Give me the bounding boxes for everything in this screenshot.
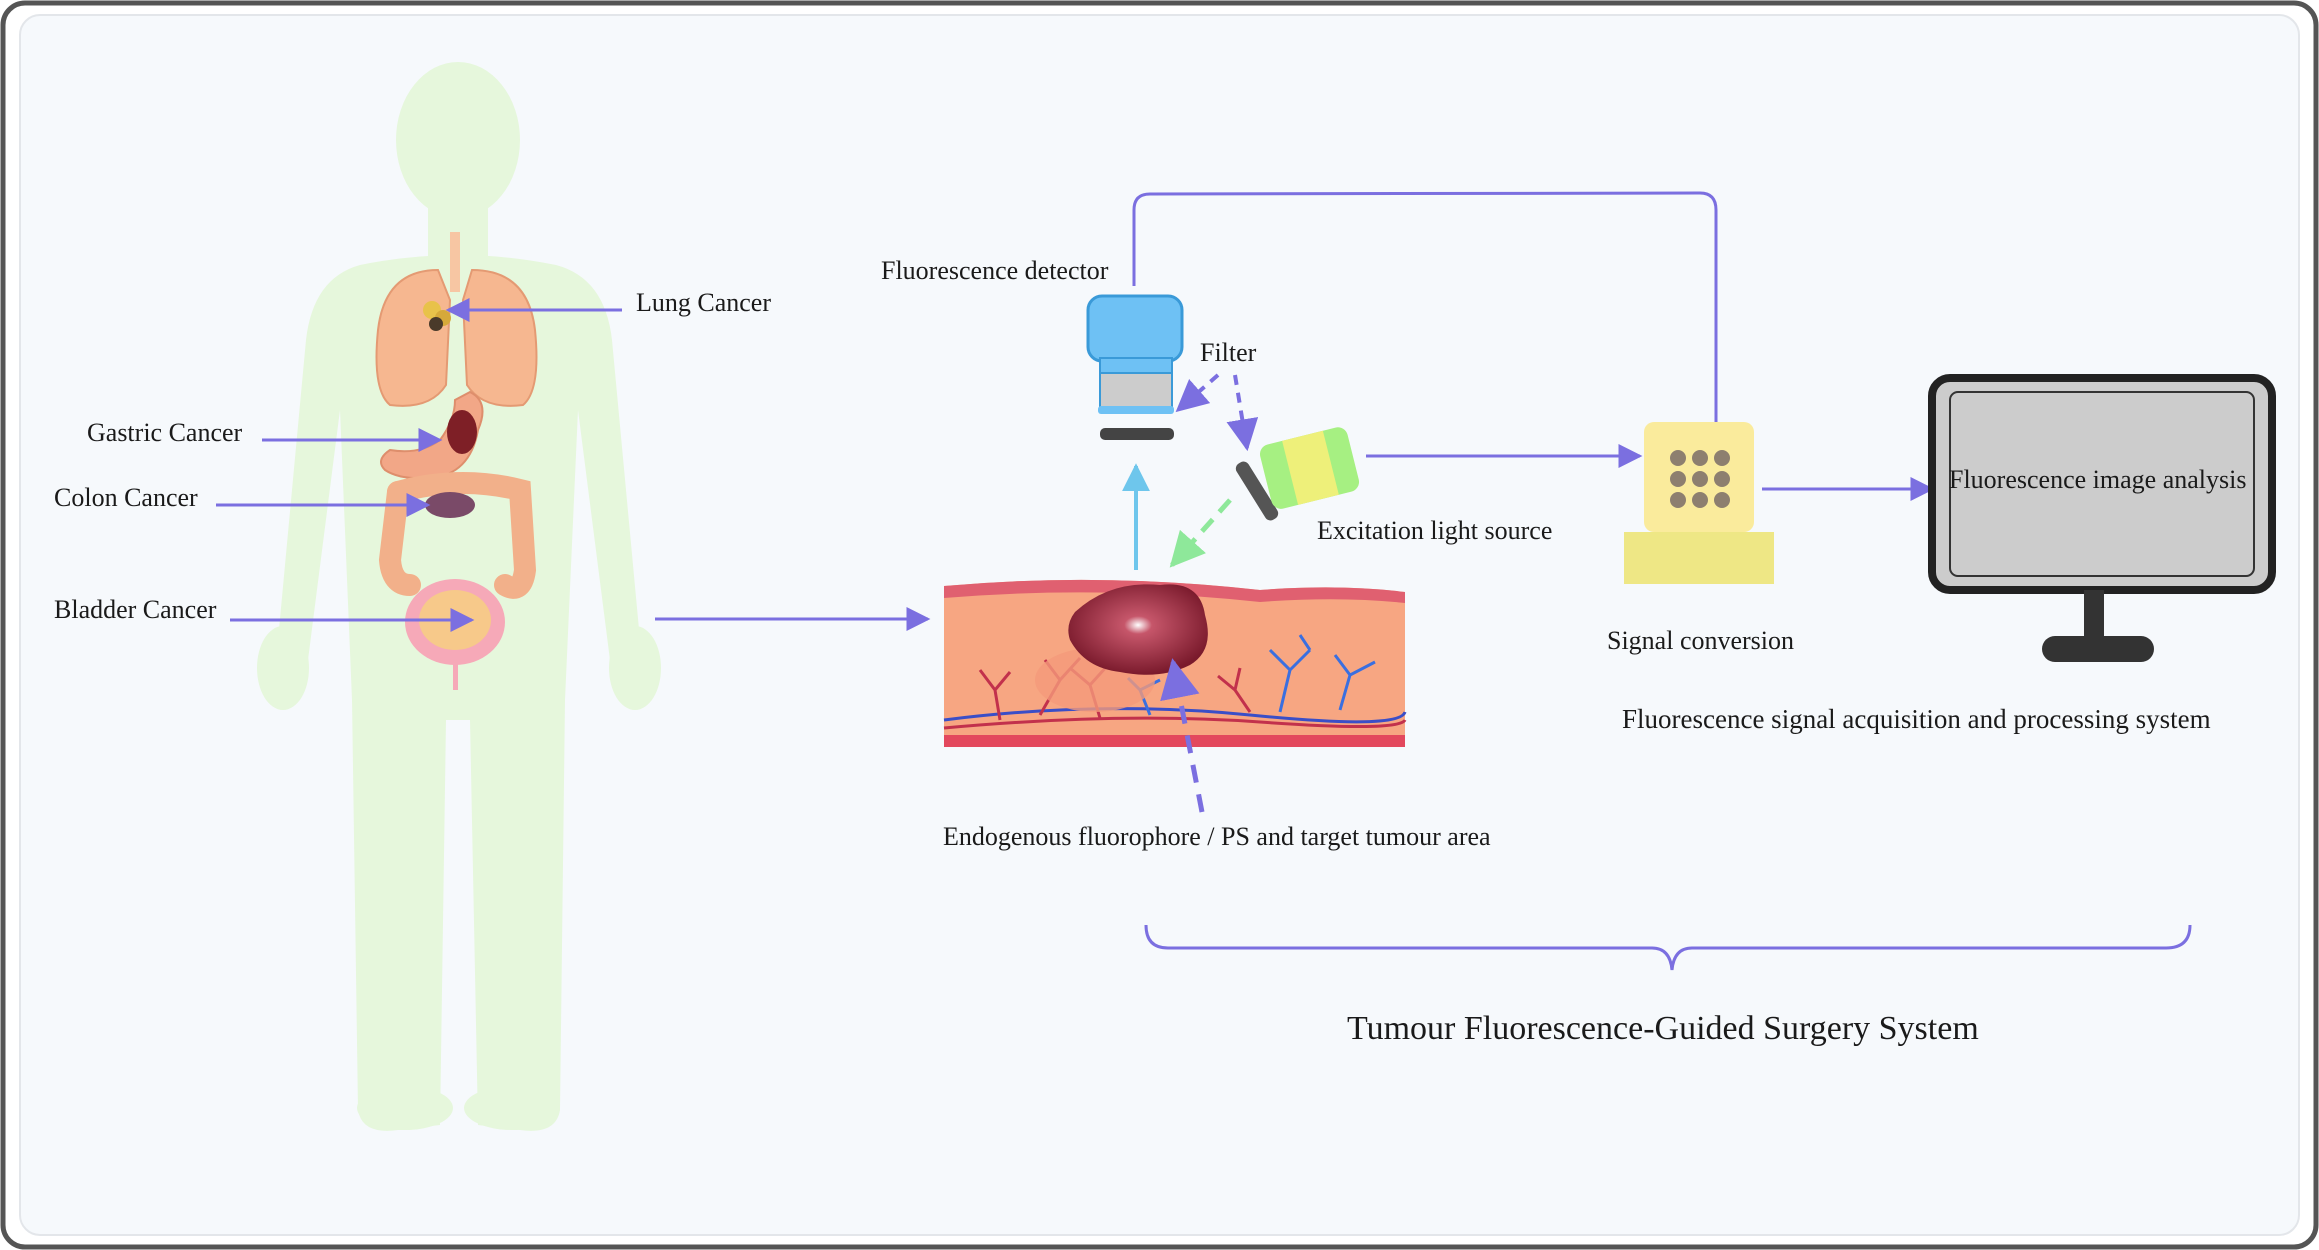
tissue-section [943,579,1407,747]
colon-cancer-label: Colon Cancer [54,483,198,512]
tumour-mass [1068,584,1208,675]
filter-arrows [1175,373,1259,452]
fluorophore-arrow [1160,658,1205,813]
fluorescence-detector-illustration [1086,294,1184,440]
human-body-silhouette [257,62,661,1131]
tissue-label: Endogenous fluorophore / PS and target t… [943,822,1491,851]
filter-plate [1235,461,1279,521]
signal-conversion-device [1624,422,1774,584]
system-brace [1144,924,2192,971]
excitation-source-illustration [1259,427,1360,509]
filter-label: Filter [1200,338,1257,367]
colon-illustration [378,472,537,599]
fluorescence-detector-label: Fluorescence detector [881,256,1109,285]
acquisition-system-label: Fluorescence signal acquisition and proc… [1622,704,2211,734]
excitation-light-source-label: Excitation light source [1317,516,1553,545]
lung-cancer-label: Lung Cancer [636,288,772,317]
colon-tumour [425,492,475,518]
bladder-cancer-label: Bladder Cancer [54,595,217,624]
lungs-illustration [375,232,538,407]
gastric-cancer-label: Gastric Cancer [87,418,243,447]
monitor-screen-text: Fluorescence image analysis [1949,465,2247,494]
excitation-light-arrow [1169,498,1232,568]
monitor-illustration [1928,374,2276,662]
detector-to-signal-arrow [1132,191,1728,449]
organ-arrows [216,298,931,632]
signal-conversion-label: Signal conversion [1607,626,1795,655]
system-title: Tumour Fluorescence-Guided Surgery Syste… [1347,1010,1979,1047]
stomach-illustration [380,390,484,480]
